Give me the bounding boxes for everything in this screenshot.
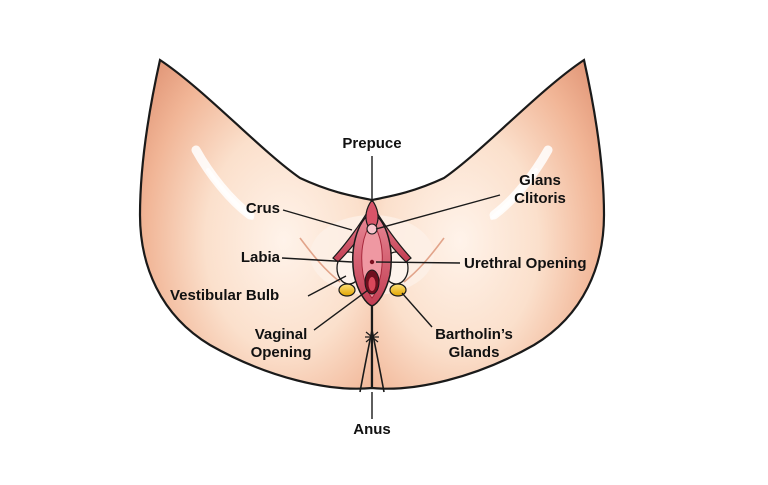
label-anus: Anus <box>353 421 391 438</box>
anus-mark <box>365 330 379 344</box>
label-bartholins-line1: Bartholin’s <box>435 326 513 343</box>
label-glans-line2: Clitoris <box>514 190 566 207</box>
right-buttock <box>370 58 606 390</box>
label-glans-clitoris: Glans Clitoris <box>500 172 580 208</box>
leader-vaginal <box>313 289 369 331</box>
leader-labia <box>281 257 353 263</box>
leader-lines <box>281 156 501 419</box>
label-labia: Labia <box>240 249 280 266</box>
label-crus: Crus <box>245 200 280 217</box>
label-prepuce: Prepuce <box>342 135 402 152</box>
label-glans-line1: Glans <box>519 172 561 189</box>
label-urethral-opening: Urethral Opening <box>464 255 587 272</box>
leader-bartholins <box>401 292 433 328</box>
label-vaginal-line1: Vaginal <box>254 326 308 343</box>
urethral-opening <box>369 259 375 265</box>
leader-urethral <box>375 261 461 264</box>
gluteal-cleft <box>359 329 373 393</box>
label-vaginal-line2: Opening <box>250 344 312 361</box>
label-vaginal-opening: Vaginal Opening <box>236 326 326 362</box>
label-bartholins-glands: Bartholin’s Glands <box>424 326 524 362</box>
glans-clitoris <box>366 223 378 235</box>
leader-glans <box>375 194 501 230</box>
leader-vestibular <box>307 275 347 297</box>
bartholins-gland-left <box>338 283 356 297</box>
label-vestibular-bulb: Vestibular Bulb <box>170 287 280 304</box>
leader-crus <box>282 209 353 231</box>
left-buttock <box>138 58 374 390</box>
label-bartholins-line2: Glands <box>448 344 500 361</box>
